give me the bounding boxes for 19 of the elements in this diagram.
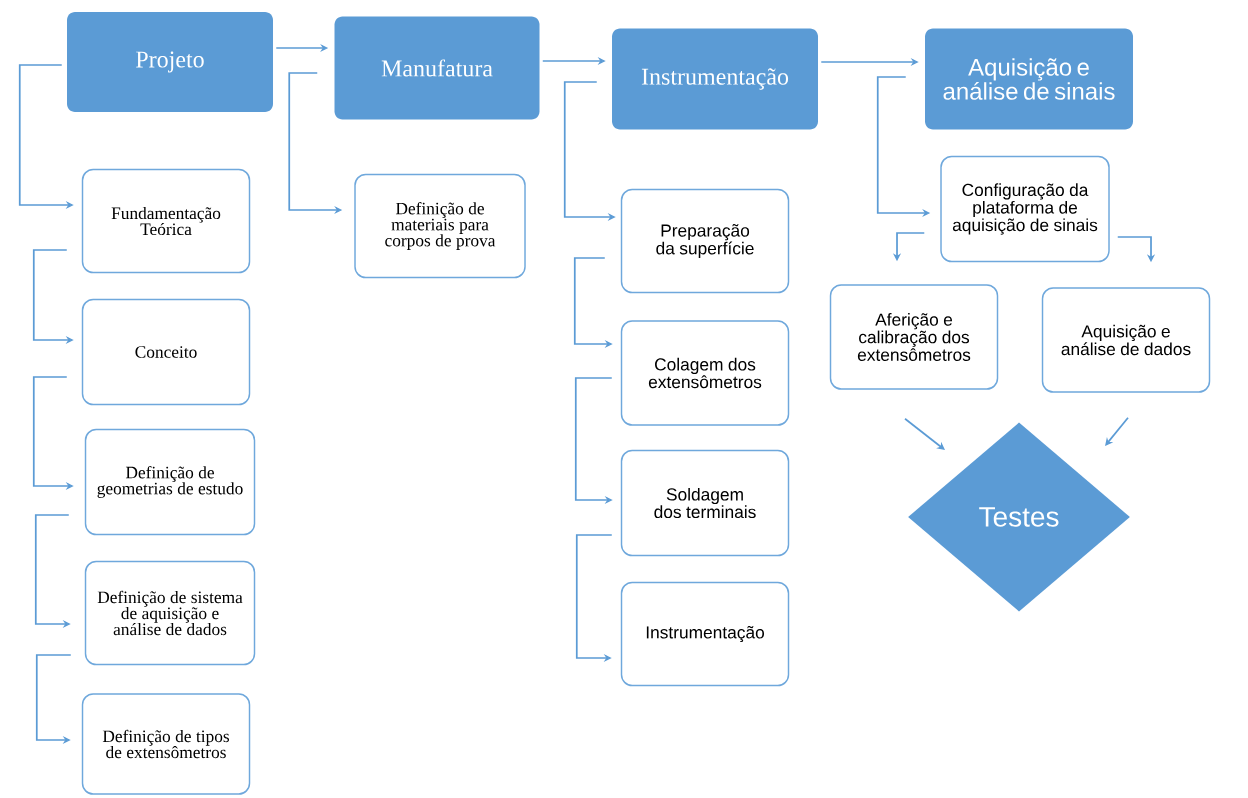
process-box: Conceito — [81, 298, 251, 406]
process-box: Fundamentação Teórica — [81, 168, 251, 274]
process-box: Preparação da superfície — [620, 188, 790, 294]
process-box: Instrumentação — [620, 581, 790, 687]
process-box: Configuração da plataforma de aquisição de sinais — [940, 155, 1110, 263]
stage-header-box: Manufatura — [334, 16, 540, 120]
process-box: Definição de geometrias de estudo — [84, 428, 256, 536]
process-box: Aquisição e análise de dados — [1041, 287, 1211, 393]
stage-header-box: Aquisição e análise de sinais — [925, 28, 1133, 130]
process-box: Colagem dos extensômetros — [620, 320, 790, 426]
process-box: Definição de sistema de aquisição e análise de dados — [84, 560, 256, 666]
process-box: Definição de tipos de extensômetros — [81, 693, 251, 795]
stage-header-box: Projeto — [67, 12, 273, 112]
process-box: Soldagem dos terminais — [620, 449, 790, 557]
arrow — [1105, 416, 1129, 446]
arrow — [904, 417, 945, 450]
process-box: Definição de materiais para corpos de prova — [354, 173, 526, 279]
stage-header-box: Instrumentação — [612, 28, 818, 130]
process-box: Aferição e calibração dos extensômetros — [829, 284, 999, 390]
